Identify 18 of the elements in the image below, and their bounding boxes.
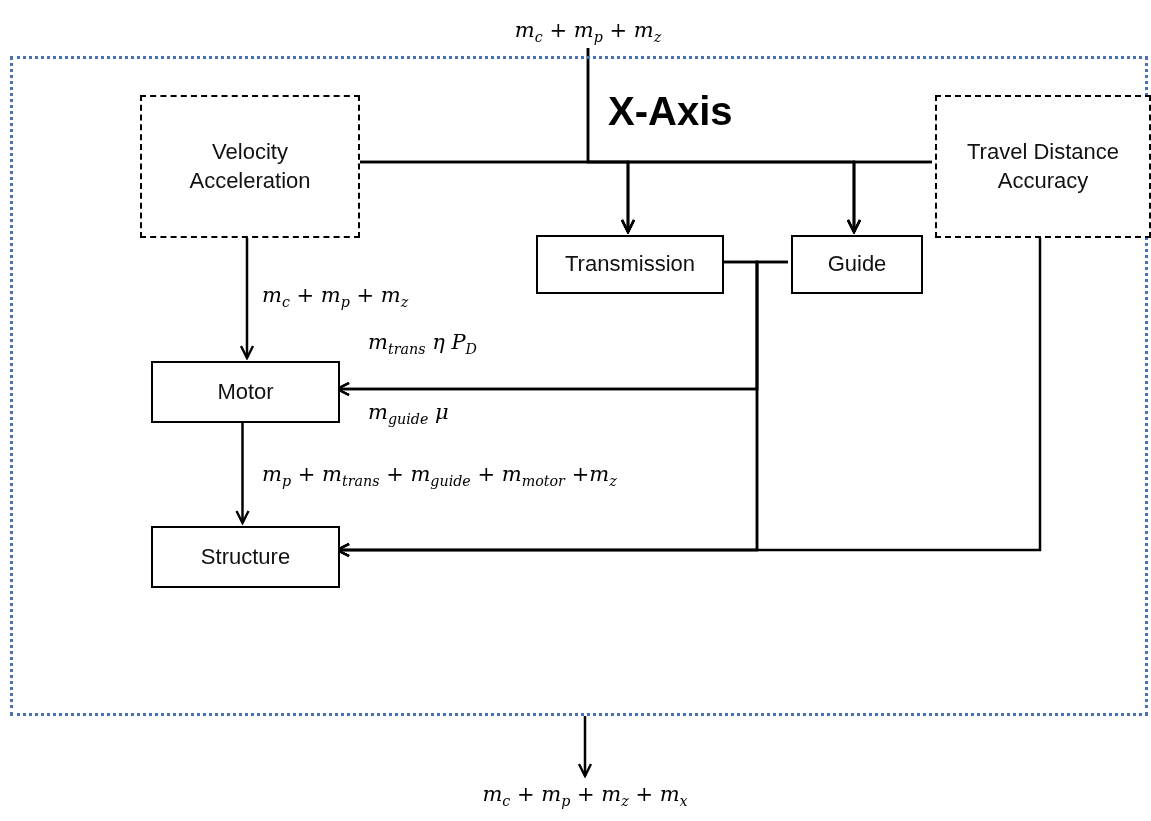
box-label: Guide — [827, 250, 887, 279]
arrow — [846, 160, 932, 234]
dotted-frame — [10, 56, 1148, 716]
frame-title: X-Axis — [608, 89, 733, 134]
arrow — [577, 714, 593, 778]
dashed-requirement-box — [140, 95, 360, 238]
box-label: Transmission — [565, 250, 695, 279]
component-box — [791, 235, 923, 294]
component-box — [536, 235, 724, 294]
box-label: Travel Distance Accuracy — [966, 137, 1120, 195]
math-expression: m$_{c}$ + m$_{p}$ + m$_{z}$ + m$_{x}$ — [395, 776, 775, 814]
component-box — [151, 526, 340, 588]
box-label: Motor — [217, 377, 274, 406]
math-expression: m$_{c}$ + m$_{p}$ + m$_{z}$ — [430, 12, 746, 48]
box-label: Velocity Acceleration — [188, 137, 312, 195]
box-label: Structure — [200, 542, 291, 571]
dashed-requirement-box — [935, 95, 1151, 238]
component-box — [151, 361, 340, 423]
